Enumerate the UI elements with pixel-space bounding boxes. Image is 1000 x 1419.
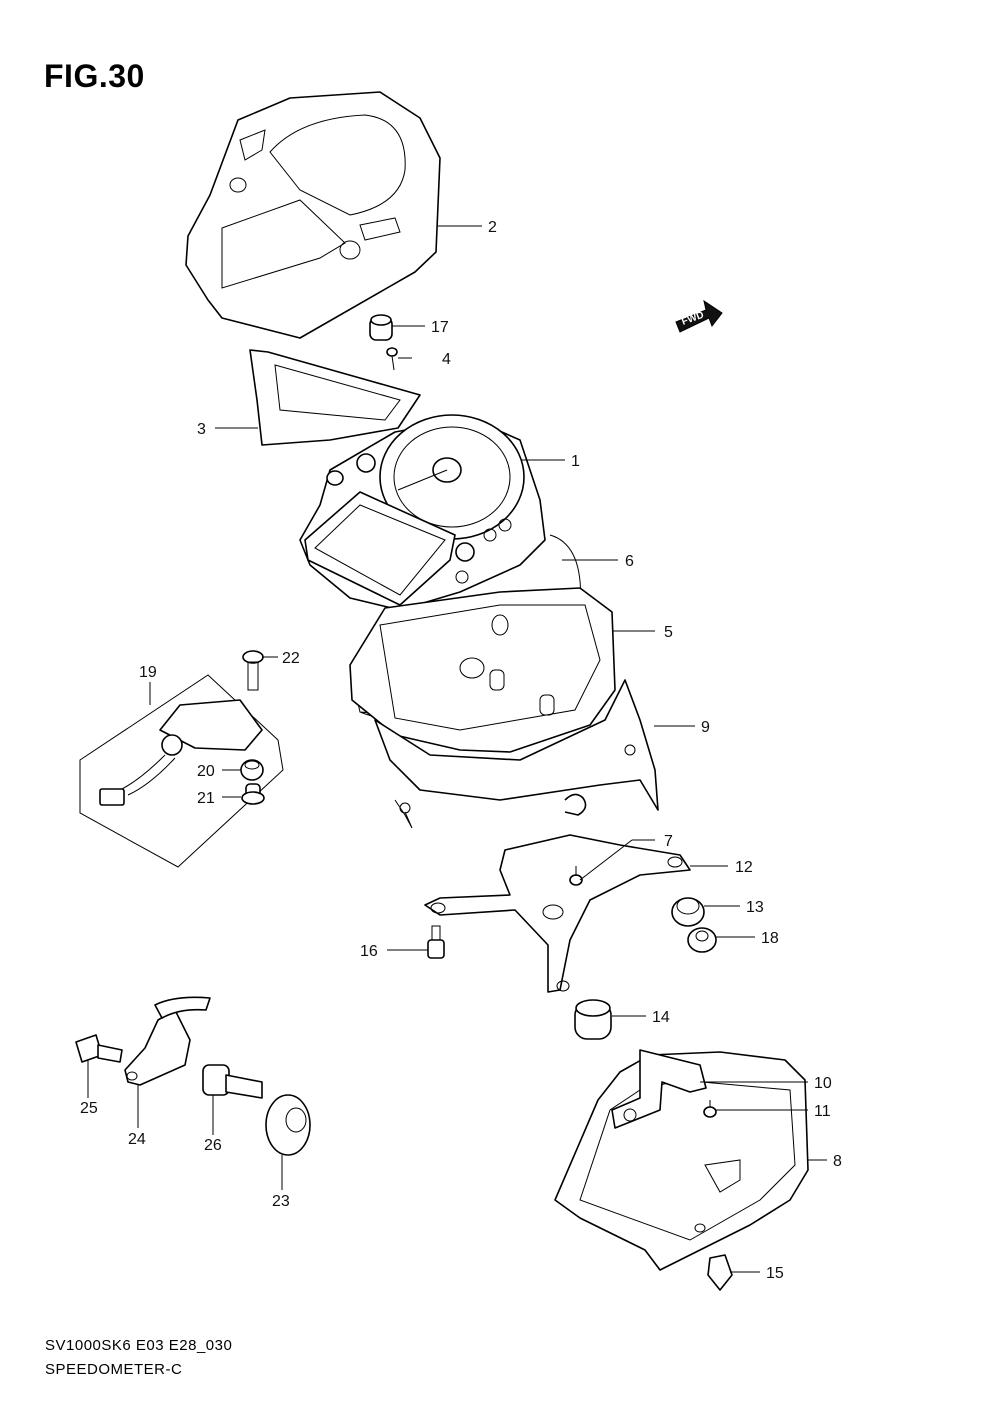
callout-6: 6: [625, 553, 634, 570]
figure-title: FIG.30: [44, 58, 145, 94]
spacer-26-part: [202, 1064, 263, 1099]
lens-panel-part: [249, 349, 421, 446]
callout-1: 1: [571, 453, 580, 470]
callout-14: 14: [652, 1009, 670, 1026]
callout-19: 19: [139, 664, 157, 681]
screw-11-part: [703, 1100, 717, 1118]
callout-17: 17: [431, 319, 449, 336]
callout-26: 26: [204, 1137, 222, 1154]
callout-21: 21: [197, 790, 215, 807]
sensor-24-part: [124, 996, 211, 1086]
callout-23: 23: [272, 1193, 290, 1210]
callout-4: 4: [442, 351, 451, 368]
callout-16: 16: [360, 943, 378, 960]
callout-8: 8: [833, 1153, 842, 1170]
grommet-20-part: [240, 759, 264, 781]
callout-24: 24: [128, 1131, 146, 1148]
bolt-22-part: [242, 650, 264, 691]
lower-case-9-part: [374, 679, 659, 829]
meter-housing-part: [349, 587, 616, 753]
callout-labels: 2 17 4 3 1 6 5 9 7 12 13 18 14 16 10 11 …: [80, 219, 842, 1282]
callout-7: 7: [664, 833, 673, 850]
bracket-part: [424, 834, 691, 993]
meter-cover-part: [185, 91, 441, 339]
bolt-25-part: [75, 1034, 123, 1063]
callout-11: 11: [814, 1103, 831, 1120]
leader-lines: [87, 225, 827, 1273]
sensor-kit-19-group: [79, 674, 284, 868]
callout-22: 22: [282, 650, 300, 667]
fwd-arrow-icon: FWD: [675, 299, 723, 333]
callout-12: 12: [735, 859, 753, 876]
meter-assembly-part: [299, 414, 546, 611]
bottom-cover-8-part: [554, 1049, 809, 1271]
callout-13: 13: [746, 899, 764, 916]
callout-3: 3: [197, 421, 206, 438]
screw-7-part: [569, 866, 583, 886]
bolt-16-part: [427, 925, 445, 959]
callout-20: 20: [197, 763, 215, 780]
callout-5: 5: [664, 624, 673, 641]
disc-23-part: [265, 1094, 311, 1156]
clip-15-part: [707, 1254, 733, 1291]
callout-9: 9: [701, 719, 710, 736]
callout-25: 25: [80, 1100, 98, 1117]
clip-12-part: [564, 793, 587, 816]
cushion-14-part: [574, 999, 612, 1040]
collar-21-part: [241, 783, 265, 805]
figure-name: SPEEDOMETER-C: [45, 1361, 183, 1378]
grommet-13-part: [671, 897, 705, 927]
screw-4-part: [386, 347, 398, 371]
collar-18-part: [687, 927, 717, 953]
grommet-17-part: [369, 314, 393, 341]
callout-10: 10: [814, 1075, 832, 1092]
callout-18: 18: [761, 930, 779, 947]
figure-code: SV1000SK6 E03 E28_030: [45, 1337, 233, 1354]
callout-2: 2: [488, 219, 497, 236]
callout-15: 15: [766, 1265, 784, 1282]
